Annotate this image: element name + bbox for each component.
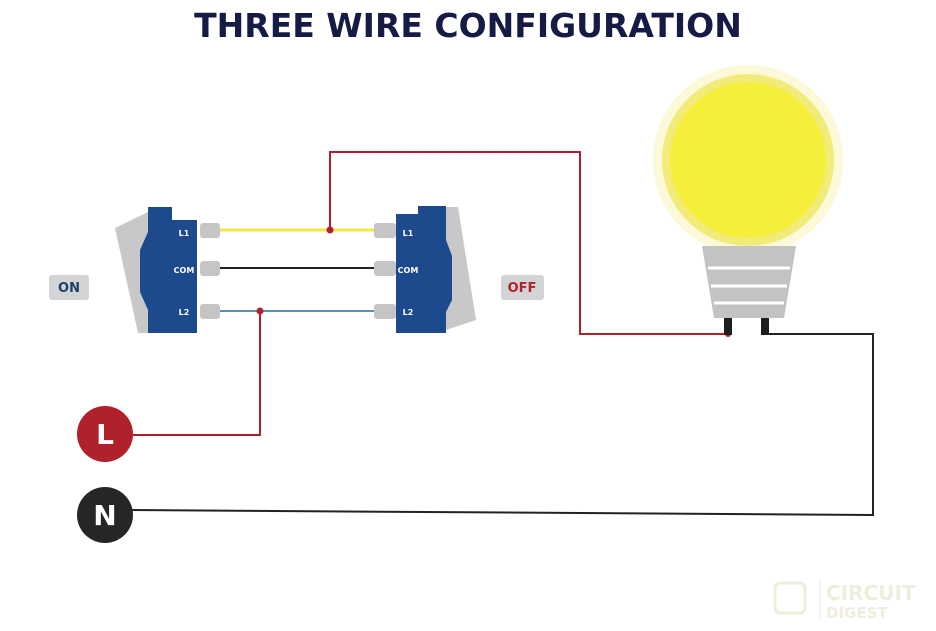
neutral-label: N [93,499,116,532]
right-switch[interactable]: L1 COM L2 [374,206,476,333]
diagram-title: THREE WIRE CONFIGURATION [194,6,742,45]
bulb-pin [761,318,769,335]
terminal-label: L2 [179,308,190,317]
junction-dot [326,226,334,234]
live-label: L [96,418,114,451]
terminal [200,304,220,319]
off-badge [501,275,544,300]
on-label: ON [58,281,80,296]
live-node [77,406,133,462]
terminal-label: L1 [179,229,190,238]
left-switch[interactable]: L1 COM L2 [115,207,220,333]
neutral-node [77,487,133,543]
off-label: OFF [508,281,537,296]
bulb-pin [724,318,732,335]
terminal [200,261,220,276]
switched-live-wire [329,151,728,335]
on-badge [49,275,89,300]
light-bulb [653,65,843,335]
terminal [200,223,220,238]
switch-body [396,206,452,333]
chip-icon [773,581,807,615]
terminal-label: L1 [403,229,414,238]
live-wire [125,311,261,436]
switch-body [140,207,197,333]
terminal-label: COM [174,266,195,275]
terminal [374,261,396,276]
terminal-label: COM [398,266,419,275]
bulb-base [702,246,796,318]
watermark-text: DIGEST [826,604,888,622]
bulb-glass [670,82,826,238]
neutral-wire [129,333,874,517]
rocker [115,212,148,333]
watermark-text: CIRCUIT [826,581,916,605]
rocker [446,207,476,330]
terminal [374,223,396,238]
terminal [374,304,396,319]
wires [125,151,874,517]
watermark-logo: CIRCUIT DIGEST [773,578,916,622]
terminal-label: L2 [403,308,414,317]
junction-dot [256,307,264,315]
